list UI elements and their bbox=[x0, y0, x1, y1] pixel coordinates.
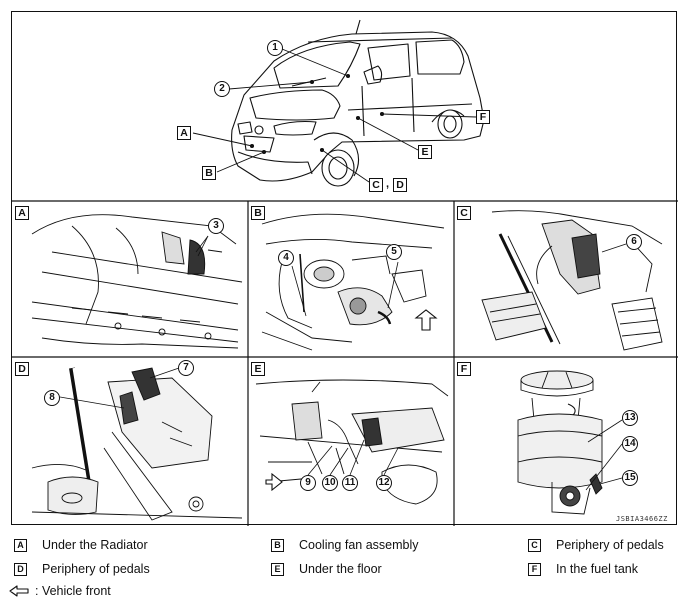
callout-5: 5 bbox=[386, 244, 402, 260]
legend-text-a: Under the Radiator bbox=[42, 538, 148, 552]
callout-3: 3 bbox=[208, 218, 224, 234]
legend-item-d: D Periphery of pedals bbox=[14, 562, 150, 576]
overview-callout-1: 1 bbox=[267, 40, 283, 56]
panel-c-illustration bbox=[481, 210, 663, 351]
panel-e-illustration bbox=[255, 379, 449, 505]
callout-9: 9 bbox=[300, 475, 316, 491]
legend-text-e: Under the floor bbox=[299, 562, 382, 576]
callout-7: 7 bbox=[178, 360, 194, 376]
overview-label-f: F bbox=[476, 110, 490, 124]
callout-11: 11 bbox=[342, 475, 358, 491]
overview-label-separator: , bbox=[386, 178, 390, 190]
vehicle-front-arrow-icon bbox=[9, 585, 29, 597]
callout-8: 8 bbox=[44, 390, 60, 406]
legend-key-e: E bbox=[271, 562, 284, 576]
diagram-frame: 1 2 A B C , D E F A B C D E F 3 4 5 6 7 … bbox=[11, 11, 678, 526]
legend-key-c: C bbox=[528, 538, 541, 552]
panel-a-illustration bbox=[31, 214, 243, 349]
van-illustration bbox=[231, 19, 485, 187]
callout-6: 6 bbox=[626, 234, 642, 250]
panel-d-illustration bbox=[31, 367, 243, 521]
callout-13: 13 bbox=[622, 410, 638, 426]
callout-15: 15 bbox=[622, 470, 638, 486]
diagram-artwork bbox=[12, 19, 678, 526]
panel-d-letter: D bbox=[15, 362, 29, 376]
legend-item-b: B Cooling fan assembly bbox=[271, 538, 419, 552]
overview-callout-2: 2 bbox=[214, 81, 230, 97]
callout-12: 12 bbox=[376, 475, 392, 491]
legend-text-f: In the fuel tank bbox=[556, 562, 639, 576]
panel-b-illustration bbox=[261, 213, 445, 351]
panel-a-letter: A bbox=[15, 206, 29, 220]
vehicle-front-legend: : Vehicle front bbox=[9, 584, 111, 598]
legend-text-b: Cooling fan assembly bbox=[299, 538, 419, 552]
legend-item-c: C Periphery of pedals bbox=[528, 538, 664, 552]
legend-item-f: F In the fuel tank bbox=[528, 562, 638, 576]
overview-label-e: E bbox=[418, 145, 432, 159]
panel-e-letter: E bbox=[251, 362, 265, 376]
legend-key-a: A bbox=[14, 538, 27, 552]
vehicle-front-text: : Vehicle front bbox=[35, 584, 111, 598]
legend-key-f: F bbox=[528, 562, 541, 576]
panel-f-illustration bbox=[517, 370, 603, 515]
image-code: JSBIA3466ZZ bbox=[616, 515, 668, 523]
callout-10: 10 bbox=[322, 475, 338, 491]
legend-key-d: D bbox=[14, 562, 27, 576]
callout-14: 14 bbox=[622, 436, 638, 452]
overview-label-c: C bbox=[369, 178, 383, 192]
overview-label-b: B bbox=[202, 166, 216, 180]
callout-4: 4 bbox=[278, 250, 294, 266]
legend-key-b: B bbox=[271, 538, 284, 552]
overview-label-d: D bbox=[393, 178, 407, 192]
overview-label-a: A bbox=[177, 126, 191, 140]
legend-item-e: E Under the floor bbox=[271, 562, 382, 576]
legend-text-c: Periphery of pedals bbox=[556, 538, 664, 552]
panel-c-letter: C bbox=[457, 206, 471, 220]
panel-f-letter: F bbox=[457, 362, 471, 376]
legend-item-a: A Under the Radiator bbox=[14, 538, 148, 552]
legend-text-d: Periphery of pedals bbox=[42, 562, 150, 576]
panel-b-letter: B bbox=[251, 206, 265, 220]
